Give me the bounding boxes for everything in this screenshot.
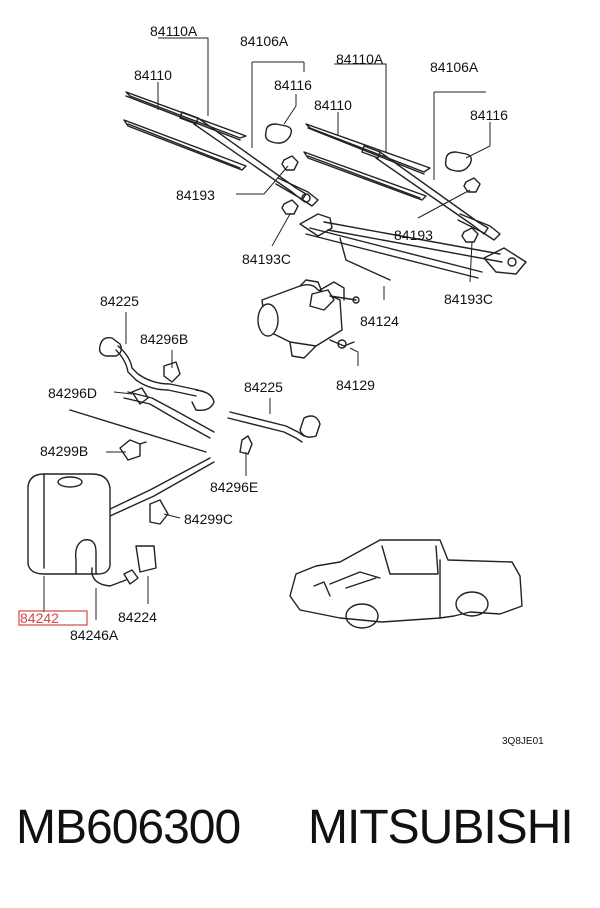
leader-lines bbox=[43, 37, 491, 620]
callout-labels: 84110A 84106A 84110 84116 84193 84110A 8… bbox=[18, 23, 544, 747]
label-84106A-left: 84106A bbox=[240, 33, 289, 49]
left-wiper-assembly bbox=[123, 91, 319, 215]
label-84116-right: 84116 bbox=[470, 107, 508, 123]
label-84299C: 84299C bbox=[184, 511, 233, 527]
label-84224: 84224 bbox=[118, 609, 157, 625]
label-84193C-right: 84193C bbox=[444, 291, 493, 307]
label-84193-right: 84193 bbox=[394, 227, 433, 243]
label-84296B: 84296B bbox=[140, 331, 188, 347]
label-84110A-left: 84110A bbox=[150, 23, 198, 39]
label-84116-left: 84116 bbox=[274, 77, 312, 93]
label-84110-left: 84110 bbox=[134, 67, 172, 83]
label-84246A: 84246A bbox=[70, 627, 119, 643]
wiper-linkage bbox=[299, 213, 527, 281]
footer: MB606300 MITSUBISHI bbox=[0, 800, 600, 880]
wiper-motor bbox=[257, 279, 360, 359]
label-84124: 84124 bbox=[360, 313, 399, 329]
label-84110-right: 84110 bbox=[314, 97, 352, 113]
washer-tank bbox=[27, 473, 157, 587]
highlight-box-84242 bbox=[18, 610, 88, 626]
label-84193C-left: 84193C bbox=[242, 251, 291, 267]
label-84299B: 84299B bbox=[40, 443, 88, 459]
label-84110A-right: 84110A bbox=[336, 51, 384, 67]
label-84106A-right: 84106A bbox=[430, 59, 479, 75]
left-wiper-blade-lower bbox=[123, 119, 247, 171]
nut-84193-left bbox=[281, 155, 299, 171]
manufacturer-name: MITSUBISHI bbox=[308, 801, 574, 854]
label-84242[interactable]: 84242 bbox=[20, 610, 59, 626]
truck-silhouette bbox=[289, 539, 523, 629]
parts-diagram: 84110A 84106A 84110 84116 84193 84110A 8… bbox=[18, 23, 544, 747]
diagram-code: 3Q8JE01 bbox=[502, 736, 544, 747]
label-84193-left: 84193 bbox=[176, 187, 215, 203]
right-wiper-assembly bbox=[303, 123, 501, 243]
washer-hoses bbox=[69, 336, 321, 525]
label-84296D: 84296D bbox=[48, 385, 97, 401]
nut-84193c-left bbox=[281, 199, 299, 215]
left-wiper-blade-upper bbox=[125, 91, 247, 139]
label-84296E: 84296E bbox=[210, 479, 258, 495]
label-84129: 84129 bbox=[336, 377, 375, 393]
washer-pump bbox=[135, 545, 157, 573]
label-84225-right: 84225 bbox=[244, 379, 283, 395]
wiper-cap-left bbox=[264, 123, 293, 144]
label-84225-left: 84225 bbox=[100, 293, 139, 309]
part-number: MB606300 bbox=[16, 801, 241, 854]
